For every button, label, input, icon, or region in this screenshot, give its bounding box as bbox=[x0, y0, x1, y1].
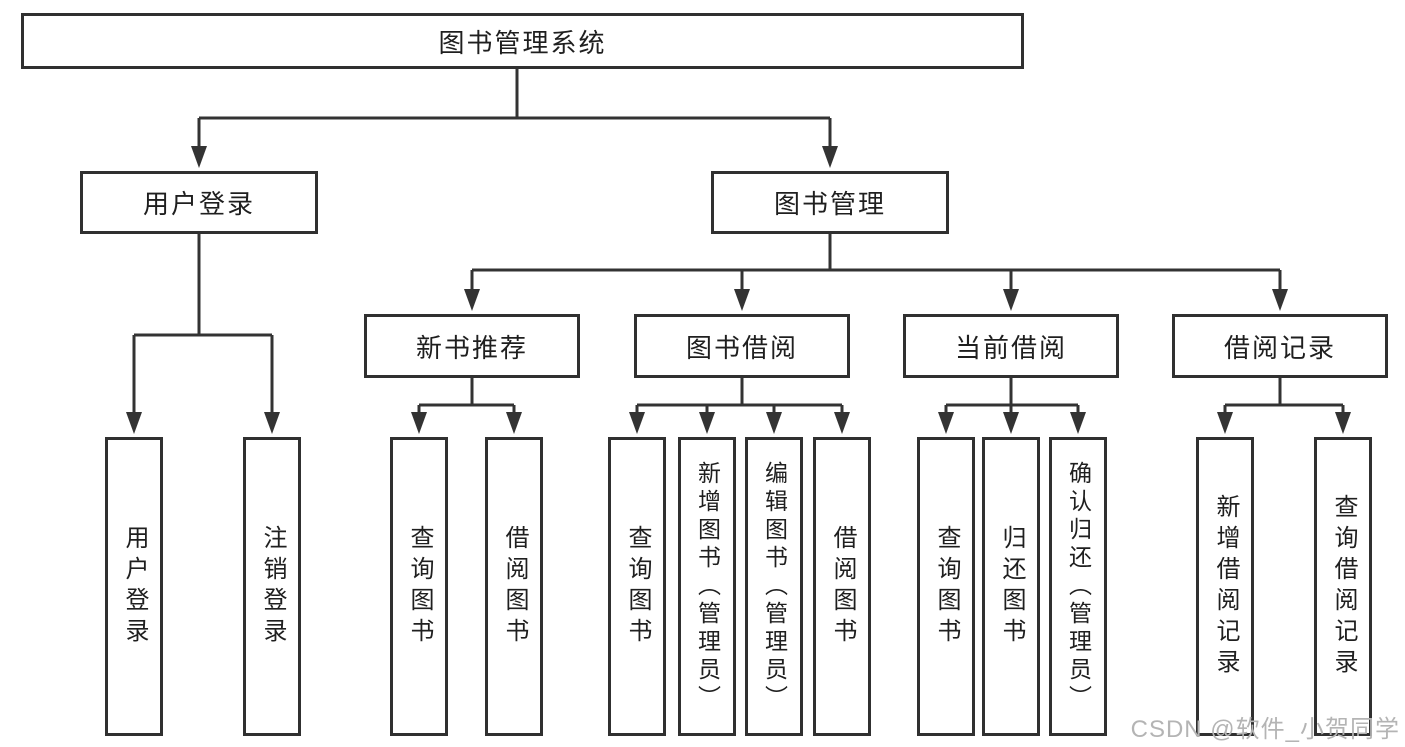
leaf-query-books-current: 查询图书 bbox=[917, 437, 975, 736]
leaf-edit-book-admin-label: 编辑图书（管理员） bbox=[761, 460, 788, 713]
leaf-borrow-books-recommend-label: 借阅图书 bbox=[501, 524, 528, 649]
leaf-add-book-admin: 新增图书（管理员） bbox=[678, 437, 736, 736]
leaf-query-books-recommend-label: 查询图书 bbox=[406, 524, 433, 649]
leaf-borrow-books-recommend: 借阅图书 bbox=[485, 437, 543, 736]
leaf-logout: 注销登录 bbox=[243, 437, 301, 736]
leaf-logout-label: 注销登录 bbox=[259, 524, 286, 649]
connector-current-borrowing bbox=[938, 378, 1086, 434]
node-current-borrowing-label: 当前借阅 bbox=[954, 332, 1067, 363]
node-root: 图书管理系统 bbox=[21, 13, 1024, 69]
leaf-query-borrow-record-label: 查询借阅记录 bbox=[1330, 493, 1357, 680]
node-current-borrowing: 当前借阅 bbox=[903, 314, 1119, 378]
leaf-user-login: 用户登录 bbox=[105, 437, 163, 736]
leaf-add-borrow-record: 新增借阅记录 bbox=[1196, 437, 1254, 736]
connector-book-borrowing bbox=[629, 378, 850, 434]
leaf-edit-book-admin: 编辑图书（管理员） bbox=[745, 437, 803, 736]
connector-new-book-recommendation bbox=[411, 378, 522, 434]
node-book-management: 图书管理 bbox=[711, 171, 949, 234]
leaf-borrow-books-borrowing-label: 借阅图书 bbox=[829, 524, 856, 649]
leaf-query-books-borrowing-label: 查询图书 bbox=[624, 524, 651, 649]
leaf-query-books-current-label: 查询图书 bbox=[933, 524, 960, 649]
node-new-book-recommendation-label: 新书推荐 bbox=[415, 332, 528, 363]
leaf-user-login-label: 用户登录 bbox=[121, 524, 148, 649]
connector-root bbox=[191, 69, 838, 168]
leaf-query-borrow-record: 查询借阅记录 bbox=[1314, 437, 1372, 736]
node-new-book-recommendation: 新书推荐 bbox=[364, 314, 580, 378]
leaf-return-books-label: 归还图书 bbox=[998, 524, 1025, 649]
leaf-confirm-return-admin-label: 确认归还（管理员） bbox=[1065, 460, 1092, 713]
leaf-return-books: 归还图书 bbox=[982, 437, 1040, 736]
connector-borrowing-records bbox=[1217, 378, 1351, 434]
connector-user-login bbox=[126, 234, 280, 434]
node-book-management-label: 图书管理 bbox=[773, 189, 886, 219]
node-borrowing-records-label: 借阅记录 bbox=[1223, 332, 1336, 363]
csdn-watermark: CSDN @软件_小贺同学 bbox=[1130, 716, 1400, 743]
leaf-add-book-admin-label: 新增图书（管理员） bbox=[694, 460, 721, 713]
node-book-borrowing-label: 图书借阅 bbox=[685, 332, 798, 363]
node-root-label: 图书管理系统 bbox=[438, 27, 607, 58]
node-book-borrowing: 图书借阅 bbox=[634, 314, 850, 378]
node-borrowing-records: 借阅记录 bbox=[1172, 314, 1388, 378]
node-user-login-label: 用户登录 bbox=[142, 189, 255, 219]
leaf-query-books-borrowing: 查询图书 bbox=[608, 437, 666, 736]
leaf-borrow-books-borrowing: 借阅图书 bbox=[813, 437, 871, 736]
node-user-login: 用户登录 bbox=[80, 171, 318, 234]
connector-book-management bbox=[464, 234, 1288, 311]
leaf-query-books-recommend: 查询图书 bbox=[390, 437, 448, 736]
leaf-add-borrow-record-label: 新增借阅记录 bbox=[1212, 493, 1239, 680]
leaf-confirm-return-admin: 确认归还（管理员） bbox=[1049, 437, 1107, 736]
